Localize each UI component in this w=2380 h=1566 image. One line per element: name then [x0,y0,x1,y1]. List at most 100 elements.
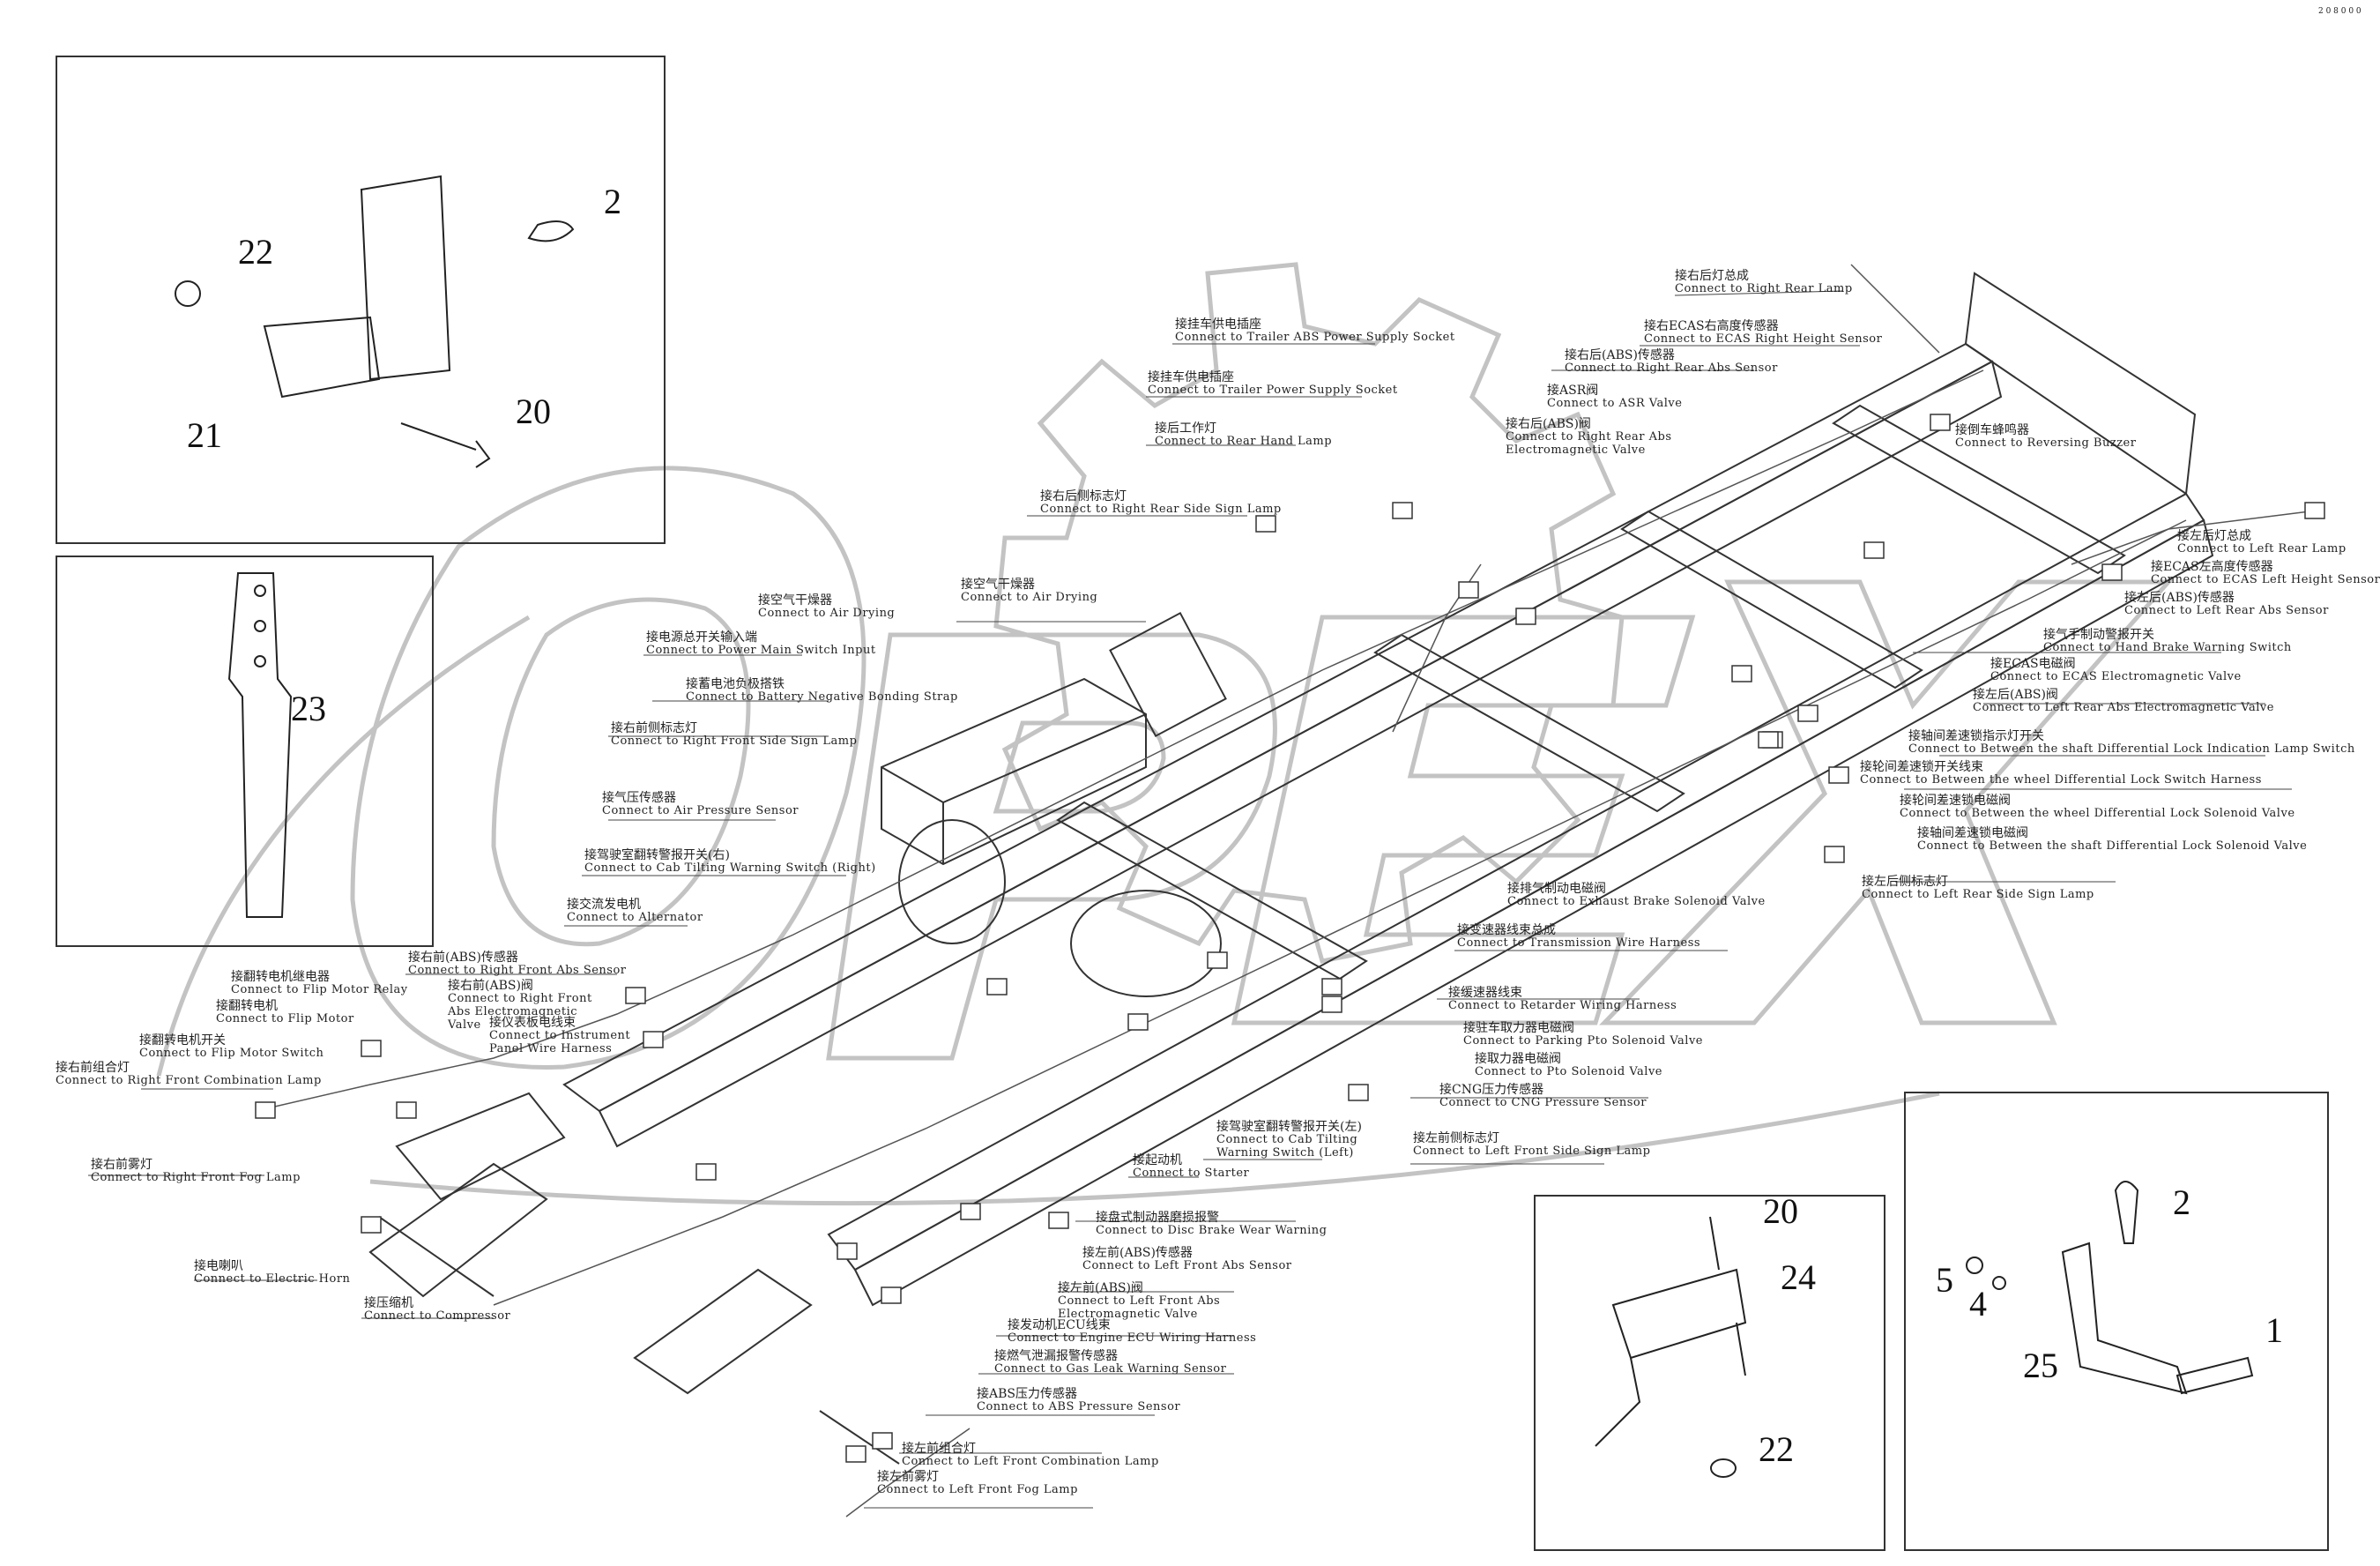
callout-zh: 接起动机 [1133,1153,1182,1167]
callout-zh: 接右前侧标志灯 [611,721,697,735]
callout-zh: 接ECAS电磁阀 [1990,657,2076,671]
callout-en: Connect to Rear Hand Lamp [1155,435,1333,449]
watermark-letter-o [350,466,866,1070]
callout-zh: 接左前侧标志灯 [1413,1131,1499,1145]
callout-en: Connect to Left Front Abs Sensor [1082,1259,1292,1273]
callout-zh: 接驾驶室翻转警报开关(右) [584,848,730,862]
callout-zh: 接左前雾灯 [877,1470,939,1484]
callout-en: Connect to Left Front Fog Lamp [877,1483,1078,1497]
callout-zh: 接电源总开关输入端 [646,630,757,645]
callout-en: Connect to Cab Tilting Warning Switch (L… [1216,1133,1358,1160]
callout-en: Connect to Right Rear Abs Sensor [1565,362,1778,376]
callout-zh: 接CNG压力传感器 [1439,1083,1544,1097]
callout-zh: 接左后侧标志灯 [1862,875,1948,889]
callout-en: Connect to Air Pressure Sensor [602,804,800,818]
callout-en: Connect to Right Rear Side Sign Lamp [1040,503,1282,517]
watermark-gear [993,262,1625,964]
part-number-4: 4 [1969,1284,1987,1324]
callout-en: Connect to Flip Motor Relay [231,983,408,997]
callout-en: Connect to Left Front Abs Electromagneti… [1058,1294,1221,1322]
callout-zh: 接右前(ABS)阀 [448,979,533,993]
callout-en: Connect to Disc Brake Wear Warning [1096,1224,1328,1238]
part-number-1: 1 [2265,1310,2283,1350]
callout-zh: 接变速器线束总成 [1457,923,1556,937]
callout-zh: 接左前组合灯 [902,1442,976,1456]
part-number-2: 2 [604,182,621,221]
callout-zh: 接右后(ABS)阀 [1506,417,1591,431]
front-axle-right [633,1268,813,1395]
callout-en: Connect to Transmission Wire Harness [1457,936,1701,951]
callout-zh: 接右后灯总成 [1675,269,1749,283]
callout-zh: 接驻车取力器电磁阀 [1463,1021,1574,1035]
callout-en: Connect to Flip Motor Switch [139,1047,324,1061]
strap-inset-left [56,556,434,947]
callout-en: Connect to Starter [1133,1167,1250,1181]
tow-bar [378,1216,900,1465]
air-tank-2 [898,819,1006,944]
part-number-22: 22 [1759,1429,1794,1469]
callout-en: Connect to Between the shaft Differentia… [1908,742,2355,757]
clip-inset-bottom-right [1904,1092,2329,1551]
callout-zh: 接翻转电机继电器 [231,970,330,984]
callout-zh: 接左后(ABS)阀 [1973,688,2058,702]
callout-zh: 接翻转电机 [216,999,278,1013]
part-number-25: 25 [2023,1346,2058,1385]
callout-en: Connect to Right Front Side Sign Lamp [611,735,858,749]
cross-member-4 [1056,801,1368,981]
part-number-23: 23 [291,689,326,728]
callout-zh: 接ASR阀 [1547,384,1599,398]
callout-en: Connect to Right Rear Abs Electromagneti… [1506,430,1672,458]
connectors [255,414,2325,1463]
bracket-inset-top-left [56,56,666,544]
callout-en: Connect to ECAS Left Height Sensor [2151,573,2380,587]
callout-en: Connect to Left Front Side Sign Lamp [1413,1145,1651,1159]
callout-zh: 接驾驶室翻转警报开关(左) [1216,1120,1362,1134]
cross-member-3 [1832,404,2126,575]
air-tank-1 [1070,890,1222,997]
callout-en: Connect to Exhaust Brake Solenoid Valve [1507,895,1766,909]
callout-zh: 接右后(ABS)传感器 [1565,348,1675,362]
callout-zh: 接仪表板电线束 [489,1016,576,1030]
callout-en: Connect to ABS Pressure Sensor [977,1400,1181,1414]
callout-en: Connect to Right Front Abs Sensor [408,964,627,978]
air-dryer-bracket [1109,611,1227,738]
callout-en: Connect to Between the wheel Differentia… [1900,807,2295,821]
callout-zh: 接右前(ABS)传感器 [408,951,518,965]
callout-en: Connect to Right Front Combination Lamp [56,1074,322,1088]
leader-lines [88,290,2292,1509]
callout-zh: 接挂车供电插座 [1175,317,1261,332]
rear-end-frame [1964,272,2197,496]
callout-zh: 接压缩机 [364,1296,413,1310]
part-number-21: 21 [187,415,222,455]
callout-en: Connect to Hand Brake Warning Switch [2043,641,2292,655]
watermark-letter-x [1599,579,2174,1025]
callout-en: Connect to Power Main Switch Input [646,644,876,658]
